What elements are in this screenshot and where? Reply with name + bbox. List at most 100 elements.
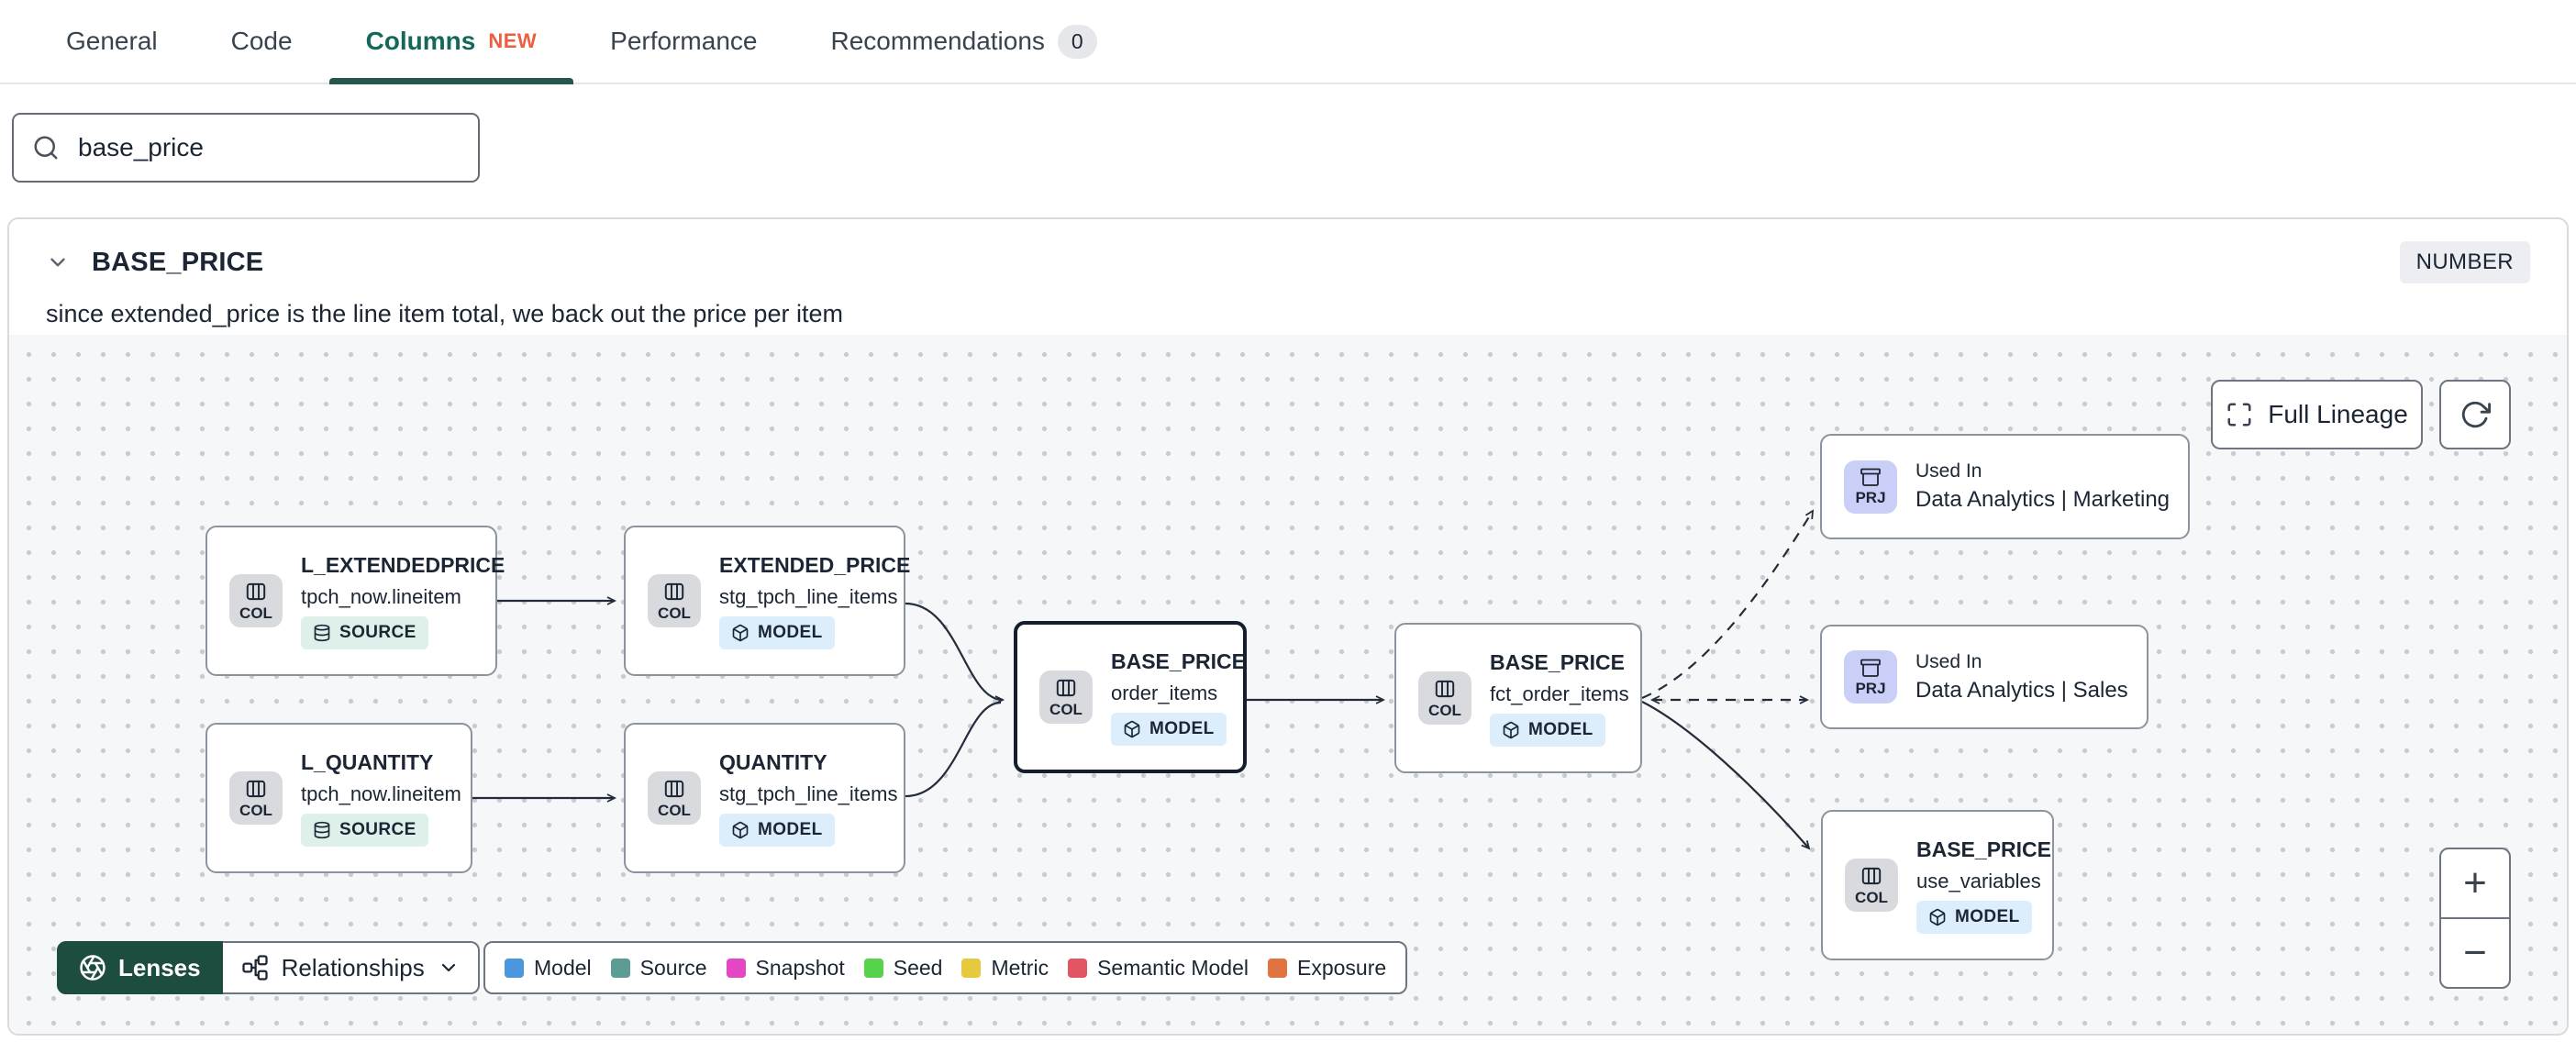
node-used-in-marketing[interactable]: PRJ Used In Data Analytics | Marketing xyxy=(1820,434,2191,539)
legend-item: Model xyxy=(505,956,592,981)
collapse-chevron-icon[interactable] xyxy=(46,250,70,274)
badge-label: MODEL xyxy=(1528,719,1593,739)
node-type-badge: MODEL xyxy=(1111,712,1227,746)
zoom-out-button[interactable]: − xyxy=(2441,917,2509,987)
col-chip: COL xyxy=(648,771,701,825)
node-type-badge: SOURCE xyxy=(301,615,428,649)
legend-label: Exposure xyxy=(1297,955,1387,980)
node-title: QUANTITY xyxy=(719,749,827,774)
node-subtitle: fct_order_items xyxy=(1490,682,1629,705)
used-in-name: Data Analytics | Marketing xyxy=(1915,487,2171,512)
column-search-box[interactable] xyxy=(12,113,480,183)
legend-swatch xyxy=(505,958,524,978)
refresh-icon xyxy=(2461,401,2491,428)
archive-icon xyxy=(1860,659,1881,677)
badge-label: MODEL xyxy=(1955,906,2020,926)
node-subtitle: stg_tpch_line_items xyxy=(719,584,898,608)
column-description: since extended_price is the line item to… xyxy=(46,300,843,327)
legend-item: Exposure xyxy=(1268,956,1386,981)
full-lineage-button[interactable]: Full Lineage xyxy=(2211,380,2423,449)
lenses-label: Lenses xyxy=(118,953,201,981)
used-in-label: Used In xyxy=(1915,460,1982,482)
node-type-badge: MODEL xyxy=(1490,713,1605,747)
node-title: BASE_PRICE xyxy=(1490,649,1625,674)
columns-icon xyxy=(246,582,266,600)
cube-icon xyxy=(1929,908,1946,926)
node-type-badge: MODEL xyxy=(719,615,835,649)
cube-icon xyxy=(1124,720,1140,737)
tab-label: General xyxy=(66,27,158,55)
node-title: L_EXTENDEDPRICE xyxy=(301,552,505,577)
node-base-price-order-items[interactable]: COL BASE_PRICE order_items MODEL xyxy=(1014,621,1247,773)
relationships-label: Relationships xyxy=(281,953,425,981)
node-l-extendedprice[interactable]: COL L_EXTENDEDPRICE tpch_now.lineitem SO… xyxy=(205,526,505,676)
relationships-dropdown[interactable]: Relationships xyxy=(222,941,480,994)
col-chip: COL xyxy=(648,574,701,627)
legend-swatch xyxy=(726,958,746,978)
legend-label: Seed xyxy=(893,955,943,980)
col-chip: COL xyxy=(229,771,283,825)
legend-item: Seed xyxy=(863,955,943,981)
column-panel-header: BASE_PRICE NUMBER since extended_price i… xyxy=(9,219,2567,335)
tab-columns[interactable]: Columns NEW xyxy=(328,0,574,84)
tab-label: Code xyxy=(230,27,293,55)
lenses-button[interactable]: Lenses xyxy=(57,941,223,994)
prj-chip: PRJ xyxy=(1844,460,1897,514)
search-input[interactable] xyxy=(76,132,460,163)
chip-label: COL xyxy=(239,801,272,819)
tab-code[interactable]: Code xyxy=(194,0,329,83)
used-in-label: Used In xyxy=(1915,650,1982,672)
badge-label: MODEL xyxy=(1149,718,1215,738)
expand-icon xyxy=(2227,403,2251,427)
node-subtitle: tpch_now.lineitem xyxy=(301,781,461,805)
node-type-badge: MODEL xyxy=(1916,900,2032,934)
tab-general[interactable]: General xyxy=(29,0,194,83)
col-chip: COL xyxy=(1418,671,1471,725)
node-used-in-sales[interactable]: PRJ Used In Data Analytics | Sales xyxy=(1820,625,2149,729)
columns-icon xyxy=(246,780,266,797)
chip-label: COL xyxy=(1428,701,1461,719)
data-type-badge: NUMBER xyxy=(2399,241,2530,283)
legend-item: Semantic Model xyxy=(1068,956,1249,981)
legend-swatch xyxy=(863,958,883,978)
col-chip: COL xyxy=(1845,859,1898,912)
columns-icon xyxy=(664,582,684,600)
chip-label: COL xyxy=(658,604,691,622)
node-subtitle: stg_tpch_line_items xyxy=(719,781,898,805)
cube-icon xyxy=(1503,721,1519,738)
node-subtitle: order_items xyxy=(1111,681,1218,704)
database-icon xyxy=(314,624,330,641)
node-base-price-fct-order-items[interactable]: COL BASE_PRICE fct_order_items MODEL xyxy=(1394,623,1642,773)
legend-label: Source xyxy=(639,955,707,980)
cube-icon xyxy=(732,821,749,838)
aperture-icon xyxy=(80,955,105,981)
node-extended-price[interactable]: COL EXTENDED_PRICE stg_tpch_line_items M… xyxy=(624,526,910,676)
legend-label: Model xyxy=(534,955,592,980)
columns-icon xyxy=(1056,679,1076,696)
legend-swatch xyxy=(1068,958,1088,978)
legend-label: Semantic Model xyxy=(1097,955,1249,980)
prj-chip: PRJ xyxy=(1844,650,1897,704)
columns-icon xyxy=(1435,680,1455,697)
legend-swatch xyxy=(961,958,982,978)
full-lineage-label: Full Lineage xyxy=(2268,400,2408,428)
legend-item: Metric xyxy=(961,956,1049,981)
badge-label: MODEL xyxy=(758,819,823,839)
node-l-quantity[interactable]: COL L_QUANTITY tpch_now.lineitem SOURCE xyxy=(205,723,472,873)
tab-performance[interactable]: Performance xyxy=(573,0,794,83)
node-type-badge: SOURCE xyxy=(301,813,428,847)
chip-label: COL xyxy=(239,604,272,622)
tab-recommendations[interactable]: Recommendations 0 xyxy=(794,0,1133,83)
refresh-button[interactable] xyxy=(2439,380,2511,449)
badge-label: MODEL xyxy=(758,622,823,642)
zoom-in-button[interactable]: + xyxy=(2463,860,2487,905)
tab-bar: General Code Columns NEW Performance Rec… xyxy=(0,0,2576,84)
chip-label: COL xyxy=(1049,700,1083,718)
badge-label: SOURCE xyxy=(339,819,416,839)
node-quantity[interactable]: COL QUANTITY stg_tpch_line_items MODEL xyxy=(624,723,905,873)
lineage-canvas[interactable]: COL L_EXTENDEDPRICE tpch_now.lineitem SO… xyxy=(9,335,2567,1034)
legend-label: Metric xyxy=(991,955,1049,980)
chip-label: COL xyxy=(658,801,691,819)
hierarchy-icon xyxy=(241,955,268,981)
node-base-price-use-variables[interactable]: COL BASE_PRICE use_variables MODEL xyxy=(1821,810,2054,960)
